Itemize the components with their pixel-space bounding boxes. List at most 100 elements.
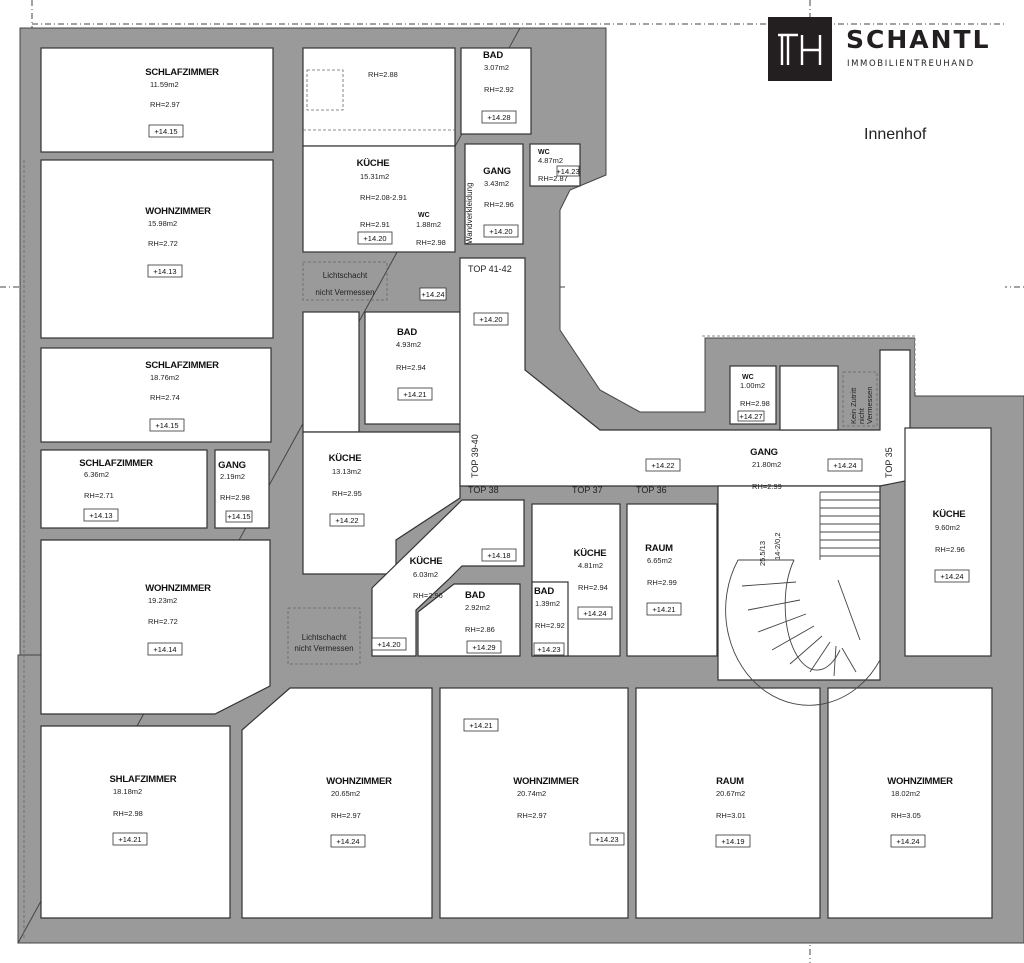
room-level: +14.13 bbox=[153, 267, 176, 276]
room-height: RH=2.98 bbox=[220, 493, 250, 502]
room-label: SCHLAFZIMMER 11.59m2 RH=2.97 +14.15 bbox=[145, 67, 219, 138]
room-height: RH=2.97 bbox=[150, 100, 180, 109]
room-name: WOHNZIMMER bbox=[326, 776, 392, 787]
room-area: 9.60m2 bbox=[935, 523, 960, 532]
room-level: +14.21 bbox=[403, 390, 426, 399]
room-label: SCHLAFZIMMER 6.36m2 RH=2.71 +14.13 bbox=[79, 458, 153, 522]
room-name: KÜCHE bbox=[329, 453, 362, 464]
room-level: +14.24 bbox=[940, 572, 963, 581]
room-level: +14.24 bbox=[896, 837, 919, 846]
room-level: +14.22 bbox=[651, 461, 674, 470]
room-name: KÜCHE bbox=[574, 548, 607, 559]
room-height: RH=2.96 bbox=[935, 545, 965, 554]
room-level: +14.24 bbox=[421, 290, 444, 299]
room-name: SCHLAFZIMMER bbox=[145, 360, 219, 371]
unit-label-top-41-42: TOP 41-42 bbox=[468, 264, 512, 274]
room-height: RH=2.99 bbox=[752, 482, 782, 491]
room-height: RH=2.87 bbox=[538, 174, 568, 183]
room-height: RH=2.72 bbox=[148, 617, 178, 626]
room-name: WOHNZIMMER bbox=[145, 206, 211, 217]
room-height: RH=2.08-2.91 bbox=[360, 193, 407, 202]
room-label: KÜCHE 4.81m2 RH=2.94 +14.24 bbox=[574, 548, 613, 620]
room-area: 20.65m2 bbox=[331, 789, 360, 798]
room-area: 13.13m2 bbox=[332, 467, 361, 476]
brand-subtitle: IMMOBILIENTREUHAND bbox=[847, 59, 975, 69]
no-access-note-line3: Vermessen bbox=[865, 386, 874, 424]
room-level-secondary: +14.24 bbox=[833, 461, 856, 470]
room-name: BAD bbox=[483, 50, 503, 61]
room-name: SHLAFZIMMER bbox=[110, 774, 177, 785]
room-level: +14.20 bbox=[489, 227, 512, 236]
room-height: RH=2.86 bbox=[465, 625, 495, 634]
room-label: WOHNZIMMER 20.65m2 RH=2.97 +14.24 bbox=[326, 776, 392, 848]
courtyard-label: Innenhof bbox=[864, 126, 927, 143]
no-access-note-line2: nicht bbox=[857, 407, 866, 424]
room-name: WC bbox=[742, 374, 754, 381]
room-area: 18.76m2 bbox=[150, 373, 179, 382]
room-name: BAD bbox=[534, 586, 554, 597]
unit-label-top-35: TOP 35 bbox=[884, 447, 894, 478]
room-area: 18.02m2 bbox=[891, 789, 920, 798]
room-area: 3.07m2 bbox=[484, 63, 509, 72]
room-label: GANG 3.43m2 RH=2.96 +14.20 bbox=[483, 166, 519, 238]
unit-label-top-37: TOP 37 bbox=[572, 485, 603, 495]
room-name: BAD bbox=[397, 327, 417, 338]
room-name: SCHLAFZIMMER bbox=[79, 458, 153, 469]
room-level: +14.15 bbox=[154, 127, 177, 136]
room-name: RAUM bbox=[645, 543, 673, 554]
room-area: 4.81m2 bbox=[578, 561, 603, 570]
room-label: WOHNZIMMER 15.98m2 RH=2.72 +14.13 bbox=[145, 206, 211, 278]
room-level-secondary: +14.18 bbox=[487, 551, 510, 560]
room-area: 21.80m2 bbox=[752, 460, 781, 469]
room-height: RH=2.97 bbox=[331, 811, 361, 820]
room-name: GANG bbox=[750, 447, 778, 458]
courtyard bbox=[560, 36, 1005, 404]
room-label: GANG 21.80m2 RH=2.99 +14.22 +14.24 bbox=[645, 447, 863, 491]
room-level: +14.21 bbox=[118, 835, 141, 844]
room-label: KÜCHE 9.60m2 RH=2.96 +14.24 bbox=[933, 509, 970, 583]
lightshaft-note-line2: nicht Vermessen bbox=[315, 288, 374, 297]
room-label: RH=2.88 bbox=[368, 70, 398, 79]
room-level: +14.27 bbox=[739, 412, 762, 421]
room-level: +14.21 bbox=[652, 605, 675, 614]
room-area: 1.39m2 bbox=[535, 599, 560, 608]
room-name: WC bbox=[418, 212, 430, 219]
room-name: GANG bbox=[483, 166, 511, 177]
unit-label-top-38: TOP 38 bbox=[468, 485, 499, 495]
dashed-outlines bbox=[23, 69, 916, 940]
room-label: BAD 4.93m2 RH=2.94 +14.21 bbox=[396, 327, 433, 401]
room-label: SHLAFZIMMER 18.18m2 RH=2.98 +14.21 bbox=[110, 774, 177, 846]
room-area: 3.43m2 bbox=[484, 179, 509, 188]
room-height: RH=2.96 bbox=[413, 591, 443, 600]
room-label: BAD 1.39m2 RH=2.92 +14.23 bbox=[533, 586, 565, 656]
room-height: RH=2.94 bbox=[396, 363, 426, 372]
room-area: 19.23m2 bbox=[148, 596, 177, 605]
wall-cladding-note: Wandverkleidung bbox=[465, 182, 474, 244]
room-label: RAUM 20.67m2 RH=3.01 +14.19 bbox=[715, 776, 751, 848]
room-label: WOHNZIMMER 20.74m2 RH=2.97 +14.23 +14.21 bbox=[463, 718, 625, 846]
room-label: BAD 2.92m2 RH=2.86 +14.29 bbox=[465, 590, 502, 654]
staircase bbox=[725, 491, 881, 706]
room-name: WC bbox=[538, 149, 550, 156]
room-label: KÜCHE 13.13m2 RH=2.95 +14.22 bbox=[329, 453, 365, 527]
room-height: RH=2.97 bbox=[517, 811, 547, 820]
room-level: +14.15 bbox=[227, 512, 250, 521]
room-name: WOHNZIMMER bbox=[145, 583, 211, 594]
room-area: 4.87m2 bbox=[538, 156, 563, 165]
room-height: RH=2.99 bbox=[647, 578, 677, 587]
room-name: SCHLAFZIMMER bbox=[145, 67, 219, 78]
room-name: KÜCHE bbox=[933, 509, 966, 520]
room-level: +14.23 bbox=[556, 167, 579, 176]
room-area: 2.19m2 bbox=[220, 472, 245, 481]
stair-dimension: 14-2/0,2 bbox=[773, 532, 782, 560]
room-area: 11.59m2 bbox=[150, 80, 179, 89]
stair-dimension: 25.5/13 bbox=[758, 541, 767, 566]
room-label: +14.20 bbox=[473, 312, 509, 326]
room-area: 20.67m2 bbox=[716, 789, 745, 798]
room-height: RH=2.92 bbox=[484, 85, 514, 94]
room-label: +14.24 bbox=[419, 287, 447, 301]
room-height-secondary: RH=2.91 bbox=[360, 220, 390, 229]
room-label: WOHNZIMMER 19.23m2 RH=2.72 +14.14 bbox=[145, 583, 211, 656]
room-level: +14.23 bbox=[537, 645, 560, 654]
room-level: +14.24 bbox=[583, 609, 606, 618]
